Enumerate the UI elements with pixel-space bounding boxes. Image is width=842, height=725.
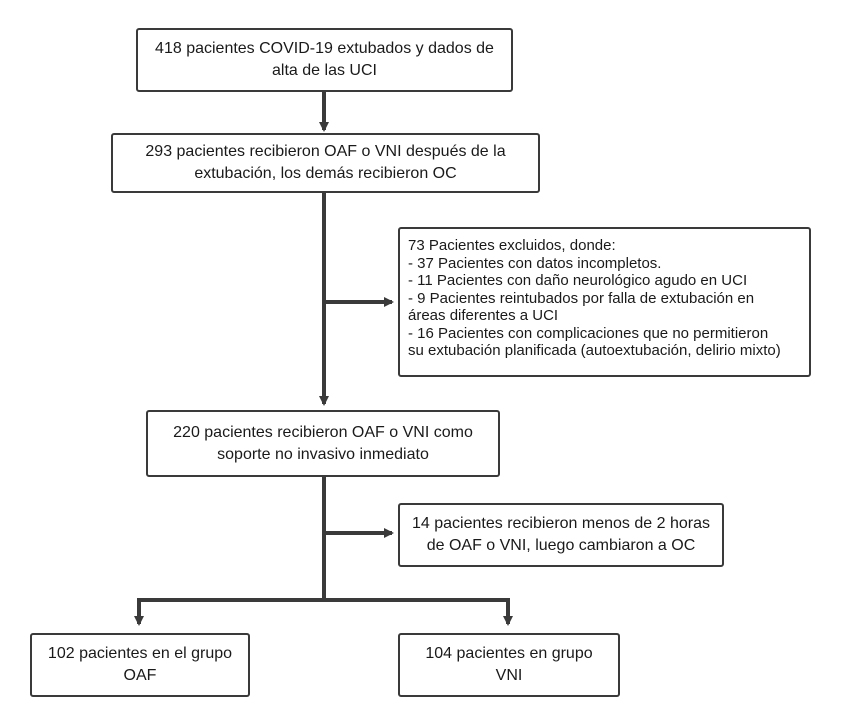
excluded-line7: su extubación planificada (autoextubació…: [408, 342, 781, 359]
box-group-vni: 104 pacientes en grupo VNI: [398, 633, 620, 697]
box-switched-to-oc-line2: de OAF o VNI, luego cambiaron a OC: [426, 537, 696, 554]
box-group-vni-line1: 104 pacientes en grupo: [425, 645, 593, 662]
excluded-line4: - 9 Pacientes reintubados por falla de e…: [408, 289, 755, 307]
box-switched-to-oc-line1: 14 pacientes recibieron menos de 2 horas: [412, 515, 710, 532]
excluded-line5: áreas diferentes a UCI: [408, 307, 559, 324]
box-oaf-vni-postextubation-line1: 293 pacientes recibieron OAF o VNI despu…: [145, 143, 506, 160]
box-extubated-total-line1: 418 pacientes COVID-19 extubados y dados…: [155, 40, 494, 57]
box-group-oaf-line2: OAF: [123, 667, 157, 684]
box-extubated-total-line2: alta de las UCI: [272, 62, 377, 79]
box-immediate-support-line1: 220 pacientes recibieron OAF o VNI como: [173, 423, 473, 441]
box-immediate-support-line2: soporte no invasivo inmediato: [217, 445, 429, 463]
excluded-line3: - 11 Pacientes con daño neurológico agud…: [408, 272, 748, 289]
box-group-oaf: 102 pacientes en el grupo OAF: [30, 633, 250, 697]
box-excluded-patients: 73 Pacientes excluidos, donde: - 37 Paci…: [398, 227, 811, 377]
excluded-line1: 73 Pacientes excluidos, donde:: [408, 237, 616, 254]
box-oaf-vni-postextubation: 293 pacientes recibieron OAF o VNI despu…: [111, 133, 540, 193]
box-immediate-support: 220 pacientes recibieron OAF o VNI como …: [146, 410, 500, 477]
box-group-vni-line2: VNI: [495, 667, 523, 684]
box-switched-to-oc: 14 pacientes recibieron menos de 2 horas…: [398, 503, 724, 567]
box-group-oaf-line1: 102 pacientes en el grupo: [47, 645, 233, 662]
box-extubated-total: 418 pacientes COVID-19 extubados y dados…: [136, 28, 513, 92]
excluded-line2: - 37 Pacientes con datos incompletos.: [408, 254, 662, 272]
box-oaf-vni-postextubation-line2: extubación, los demás recibieron OC: [194, 165, 457, 182]
excluded-line6: - 16 Pacientes con complicaciones que no…: [408, 324, 769, 342]
